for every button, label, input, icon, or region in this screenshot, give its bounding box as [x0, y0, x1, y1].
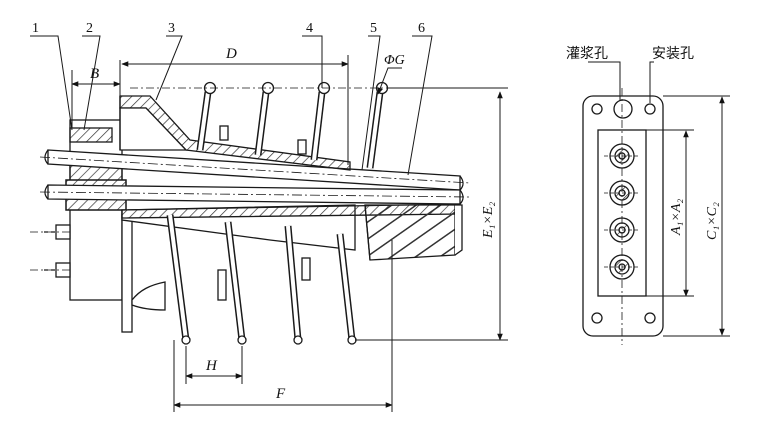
- part-label-5: 5: [370, 21, 377, 36]
- dim-label-F: F: [275, 386, 286, 402]
- flange-hatch-top: [69, 127, 113, 143]
- grout-hole-label: 灌浆孔: [566, 46, 608, 62]
- dim-label-C: C₁×C₂: [705, 202, 720, 240]
- dim-label-B: B: [90, 66, 99, 82]
- mount-hole-tl: [591, 103, 603, 115]
- mounting-wall-plate: [121, 214, 133, 333]
- dimension-lines: [71, 55, 508, 412]
- dim-label-A: A₁×A₂: [669, 199, 684, 236]
- dim-label-H: H: [205, 358, 218, 374]
- part-label-1: 1: [32, 21, 39, 36]
- leader-lines: [30, 35, 433, 176]
- part-label-3: 3: [168, 21, 175, 36]
- mount-hole-tr: [644, 103, 656, 115]
- lower-sheds: [166, 214, 357, 345]
- part-label-4: 4: [306, 21, 313, 36]
- part-label-6: 6: [418, 21, 425, 36]
- mount-hole-br: [644, 312, 656, 324]
- front-view: [582, 88, 664, 345]
- dim-label-D: D: [225, 46, 237, 62]
- front-view-dimensions: [588, 61, 730, 337]
- part-label-2: 2: [86, 21, 93, 36]
- end-shield: [364, 204, 456, 261]
- mount-hole-bl: [591, 312, 603, 324]
- mount-hole-label: 安装孔: [652, 46, 694, 62]
- side-view: [30, 81, 471, 345]
- dim-label-E: E₁×E₂: [481, 202, 496, 239]
- top-tubes: [196, 81, 389, 169]
- grout-hole: [613, 99, 633, 119]
- dim-label-G: ΦG: [384, 53, 405, 68]
